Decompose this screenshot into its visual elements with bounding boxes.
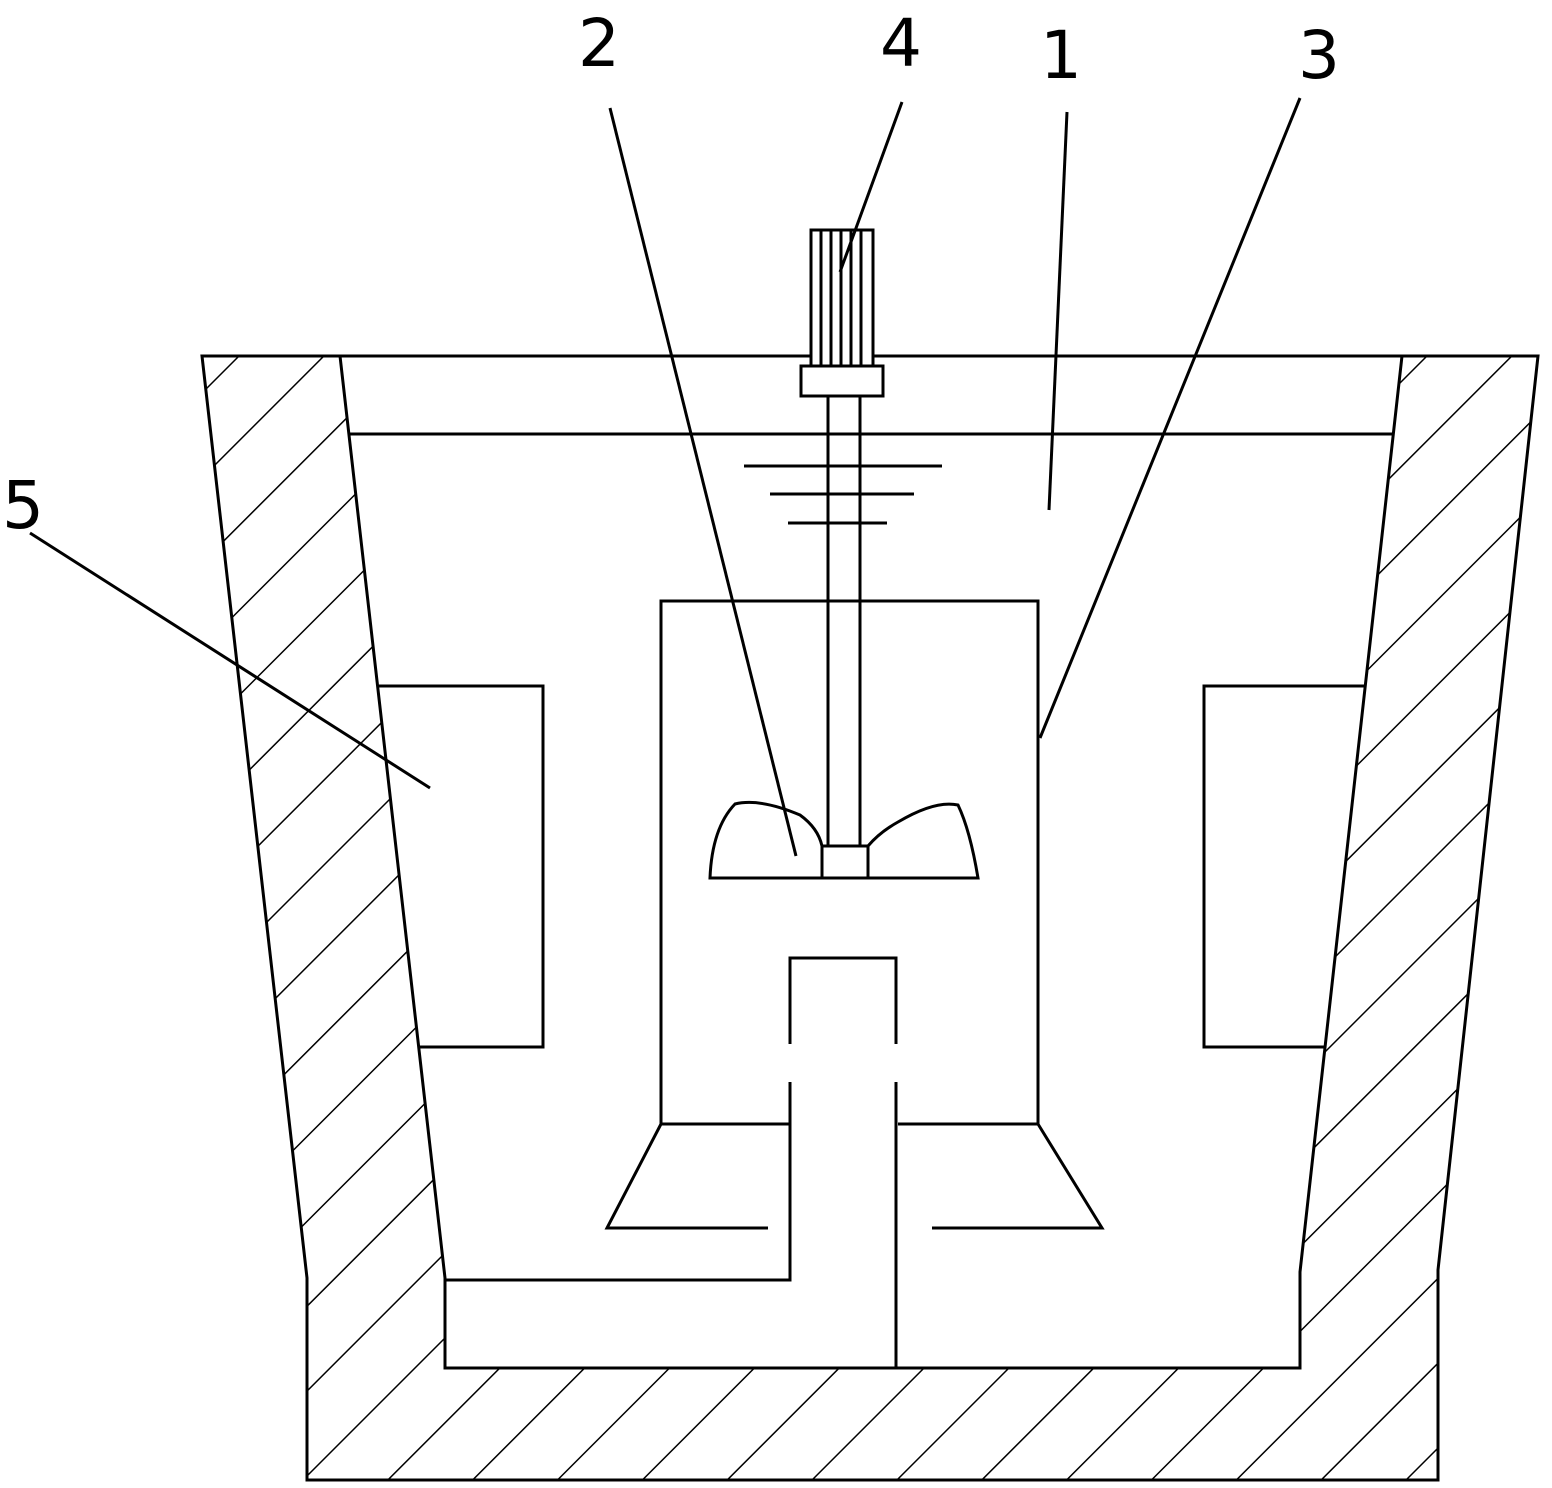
impeller	[708, 800, 980, 880]
callout-label-1: 1	[1040, 17, 1082, 94]
callout-label-4: 4	[880, 5, 922, 82]
side-blocks	[379, 684, 1365, 1049]
callout-label-2: 2	[578, 5, 620, 82]
stirring-shaft	[826, 396, 862, 846]
motor	[799, 228, 885, 398]
callout-label-5: 5	[2, 467, 44, 544]
callout-label-3: 3	[1298, 17, 1340, 94]
leader-lines	[29, 97, 1302, 857]
inner-chamber	[604, 599, 1105, 1230]
central-pipe	[445, 956, 898, 1368]
level-marks	[744, 464, 942, 525]
